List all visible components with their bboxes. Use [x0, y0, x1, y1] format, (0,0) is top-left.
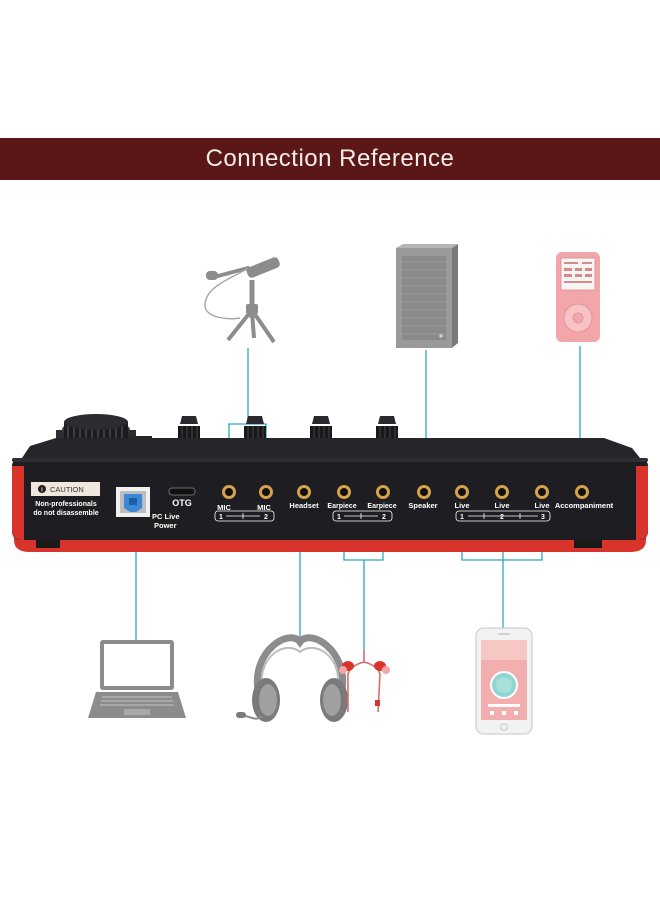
port-label-accompaniment: Accompaniment [555, 501, 614, 510]
port-label-live-3: Live [534, 501, 549, 510]
port-label-speaker: Speaker [408, 501, 437, 510]
pc-live-label: PC Live [152, 512, 180, 521]
mic-scale-1: 1 [219, 514, 223, 521]
caution-line-2: do not disassemble [33, 510, 98, 517]
port-label-mic-2: MIC [257, 503, 271, 512]
mixer-device [12, 414, 648, 552]
microphone-icon [204, 257, 280, 344]
earpiece-scale-2: 2 [382, 514, 386, 521]
earpiece-2-jack [376, 485, 390, 499]
accompaniment-jack [575, 485, 589, 499]
live-1-jack [455, 485, 469, 499]
mic-scale: 1 2 [214, 510, 275, 522]
speaker-jack [417, 485, 431, 499]
port-label-live-2: Live [494, 501, 509, 510]
speaker-icon [396, 244, 458, 348]
laptop-icon [88, 640, 186, 718]
earphones-icon [339, 650, 390, 713]
live-scale-1: 1 [460, 514, 464, 521]
mic-1-jack [222, 485, 236, 499]
usb-b-port: PC Live Power [116, 487, 180, 530]
earpiece-scale-1: 1 [337, 514, 341, 521]
live-scale: 1 2 3 [455, 510, 551, 522]
port-label-live-1: Live [454, 501, 469, 510]
live-scale-3: 3 [541, 514, 545, 521]
mic-2-jack [259, 485, 273, 499]
port-label-earpiece-2: Earpiece [367, 503, 396, 510]
port-label-headset: Headset [289, 501, 319, 510]
earpiece-1-jack [337, 485, 351, 499]
power-label: Power [154, 521, 177, 530]
port-label-mic-1: MIC [217, 503, 231, 512]
live-scale-2: 2 [500, 514, 504, 521]
header-banner: Connection Reference [0, 138, 660, 180]
live-2-jack [495, 485, 509, 499]
mic-scale-2: 2 [264, 514, 268, 521]
headset-jack [297, 485, 311, 499]
page-title: Connection Reference [205, 145, 455, 172]
caution-title: CAUTION [50, 485, 84, 494]
otg-port: OTG [168, 487, 196, 508]
port-label-earpiece-1: Earpiece [327, 503, 356, 510]
headphones-icon [236, 634, 348, 722]
music-player-icon [556, 252, 600, 342]
otg-label: OTG [172, 498, 192, 508]
earpiece-scale: 1 2 [332, 510, 393, 522]
caution-line-1: Non-professionals [35, 501, 97, 508]
live-3-jack [535, 485, 549, 499]
smartphone-icon [475, 627, 533, 735]
caution-label: i CAUTION Non-professionals do not disas… [31, 482, 100, 517]
svg-text:i: i [41, 488, 43, 494]
